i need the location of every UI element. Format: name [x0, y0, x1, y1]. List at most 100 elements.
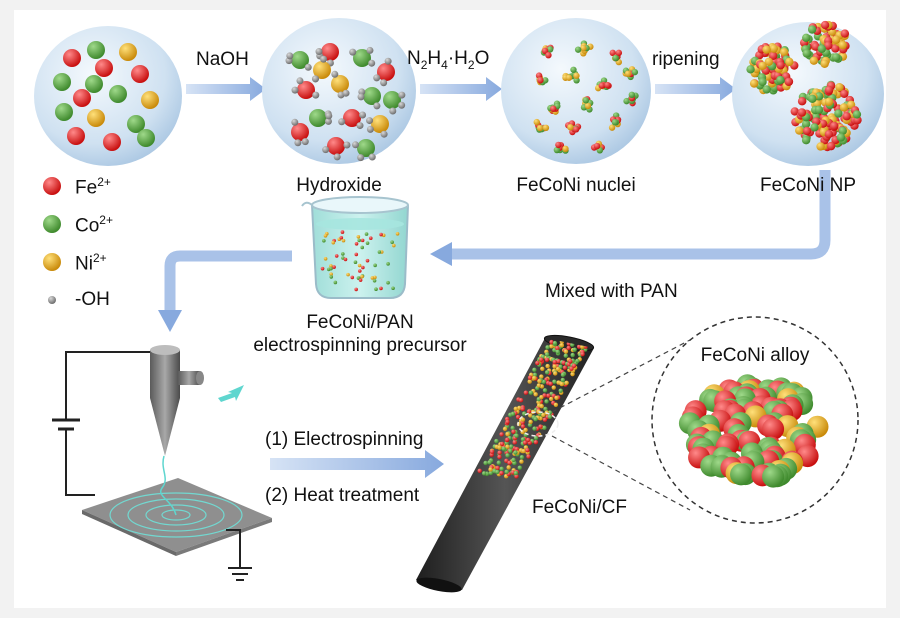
- alloy-atom: [730, 463, 753, 486]
- precursor-particle: [320, 266, 325, 271]
- precursor-particle: [357, 238, 362, 243]
- legend-label-sup: 2+: [97, 175, 111, 189]
- fiber-nanoparticle: [548, 381, 553, 386]
- precursor-particle: [341, 252, 345, 256]
- ni-ion: [141, 91, 159, 109]
- fiber-nanoparticle: [556, 359, 561, 364]
- precursor-particle: [322, 238, 326, 243]
- precursor-particle: [357, 263, 362, 268]
- label-alloy: FeCoNi alloy: [700, 345, 810, 366]
- np-atom: [831, 53, 841, 62]
- precursor-particle: [340, 230, 345, 234]
- nuclei-atom: [580, 45, 587, 52]
- fiber-nanoparticle: [514, 446, 519, 452]
- fiber-nanoparticle: [560, 377, 565, 383]
- oh-group: [325, 112, 333, 120]
- fiber-nanoparticle: [538, 424, 543, 429]
- np-atom: [749, 79, 759, 88]
- fiber-nanoparticle: [563, 349, 569, 354]
- fiber-nanoparticle: [504, 458, 509, 463]
- np-atom: [784, 77, 793, 87]
- precursor-particle: [390, 240, 394, 245]
- label-nuclei: FeCoNi nuclei: [516, 175, 636, 196]
- oh-group: [304, 63, 312, 71]
- beaker-precursor: [301, 196, 409, 299]
- fiber-nanoparticle: [504, 469, 509, 475]
- fiber-nanoparticle: [549, 339, 554, 345]
- oh-group: [366, 46, 374, 54]
- precursor-particle: [354, 241, 359, 246]
- oh-group: [373, 102, 381, 110]
- fiber-nanoparticle: [507, 460, 512, 466]
- co-hydroxide: [309, 109, 327, 127]
- fiber-nanoparticle: [536, 383, 542, 388]
- oh-group: [322, 146, 330, 154]
- fiber-nanoparticle: [506, 465, 511, 470]
- fiber-nanoparticle: [553, 371, 558, 376]
- fiber-nanoparticle: [504, 437, 510, 442]
- co-ion: [85, 75, 103, 93]
- fiber-nanoparticle: [523, 427, 528, 433]
- ni-ion: [87, 109, 105, 127]
- np-atom: [758, 77, 767, 87]
- oh-group: [368, 59, 376, 67]
- nuclei-atom: [533, 118, 540, 126]
- precursor-particle: [331, 240, 336, 245]
- precursor-particle: [379, 286, 383, 291]
- np-atom: [807, 25, 817, 34]
- oh-group: [312, 91, 320, 99]
- fiber-nanoparticle: [520, 406, 525, 412]
- oh-group: [286, 52, 294, 60]
- precursor-particle: [379, 232, 383, 237]
- fe-ion: [73, 89, 91, 107]
- label-hydroxide: Hydroxide: [296, 175, 382, 196]
- fiber-nanoparticle: [528, 413, 533, 418]
- co-hydroxide: [353, 49, 371, 67]
- precursor-particle: [323, 256, 328, 261]
- nuclei-atom: [609, 49, 616, 57]
- fiber-nanoparticle: [546, 393, 551, 398]
- oh-group: [373, 74, 381, 82]
- fiber-nanoparticle: [505, 453, 510, 458]
- fiber-nanoparticle: [505, 444, 510, 449]
- electrospinning-apparatus: [52, 345, 272, 581]
- legend-label-base: -OH: [75, 289, 110, 310]
- fe-hydroxide: [377, 63, 395, 81]
- oh-group: [312, 75, 320, 83]
- np-atom: [762, 45, 771, 54]
- fiber-nanoparticle: [510, 411, 516, 417]
- fiber-nanoparticle: [521, 448, 526, 454]
- nuclei-atom: [631, 68, 639, 76]
- fiber-nanoparticle: [519, 455, 525, 460]
- fiber-nanoparticle: [533, 439, 539, 445]
- np-atom: [826, 141, 836, 151]
- fiber-nanoparticle: [510, 425, 515, 431]
- np-atom: [797, 97, 807, 106]
- label-fiber: FeCoNi/CF: [532, 497, 628, 518]
- precursor-particle: [392, 243, 396, 248]
- label-electrospinning: (1) Electrospinning: [265, 429, 424, 450]
- precursor-particle: [329, 266, 333, 271]
- np-atom: [758, 61, 767, 71]
- fiber-nanoparticle: [572, 347, 577, 352]
- oh-group: [357, 154, 365, 162]
- co-hydroxide: [383, 91, 401, 109]
- np-atom: [801, 136, 811, 145]
- np-atom: [769, 44, 779, 53]
- precursor-particle: [370, 276, 375, 280]
- precursor-particle: [356, 234, 361, 239]
- np-atom: [764, 57, 774, 67]
- legend-label-sup: 2+: [92, 251, 107, 265]
- fiber-nanoparticle: [525, 437, 531, 443]
- np-atom: [831, 44, 840, 53]
- ni-ion: [119, 43, 137, 61]
- precursor-particle: [329, 272, 333, 276]
- fiber-nanoparticle: [487, 460, 492, 465]
- np-atom: [809, 56, 819, 65]
- precursor-particle: [350, 275, 355, 280]
- fiber-nanoparticle: [559, 342, 565, 348]
- fiber-nanoparticle: [532, 426, 537, 431]
- np-atom: [816, 142, 825, 151]
- fiber-nanoparticle: [539, 374, 544, 379]
- co-ion: [53, 73, 71, 91]
